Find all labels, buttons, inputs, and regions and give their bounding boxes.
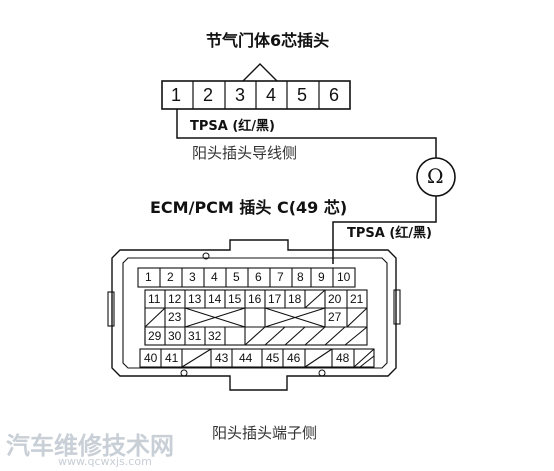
watermark-url: www.qcwxjs.com [58, 455, 152, 468]
ecm-pin: 45 [266, 351, 280, 365]
ecm-pin: 44 [239, 351, 253, 365]
ohm-symbol: Ω [427, 164, 444, 188]
ecm-wire-label: TPSA (红/黑) [347, 226, 432, 241]
upper-connector [161, 63, 351, 110]
ecm-pin: 16 [248, 292, 262, 306]
ecm-pin: 41 [165, 351, 179, 365]
ecm-pin: 17 [268, 292, 282, 306]
ecm-pin: 31 [188, 329, 202, 343]
ecm-pin: 2 [167, 270, 174, 284]
ecm-pin: 48 [336, 351, 350, 365]
ecm-pin: 11 [148, 292, 161, 306]
ecm-pin-grid [137, 267, 375, 368]
ecm-pin: 32 [208, 329, 222, 343]
ohmmeter-icon [416, 157, 456, 197]
ecm-pin: 12 [168, 292, 182, 306]
ecm-pin: 15 [228, 292, 242, 306]
upper-pin-5: 5 [297, 85, 308, 105]
ecm-pin: 9 [318, 270, 325, 284]
upper-pin-2: 2 [203, 85, 214, 105]
ecm-pin: 43 [215, 351, 229, 365]
upper-wire-label: TPSA (红/黑) [190, 119, 275, 134]
upper-pin-1: 1 [171, 85, 182, 105]
ecm-pin: 8 [297, 270, 304, 284]
watermark-text: 汽车维修技术网 [6, 432, 174, 460]
ecm-pin: 20 [328, 292, 342, 306]
ecm-pin: 13 [188, 292, 202, 306]
ecm-pin: 7 [277, 270, 284, 284]
ecm-connector-title: ECM/PCM 插头 C(49 芯) [150, 198, 348, 217]
ecm-pin: 18 [288, 292, 302, 306]
ecm-pin: 3 [189, 270, 196, 284]
locking-tab [242, 63, 278, 82]
ecm-pin: 5 [233, 270, 240, 284]
ecm-pin: 4 [211, 270, 218, 284]
ecm-pin: 23 [168, 310, 182, 324]
ecm-pin: 6 [255, 270, 262, 284]
upper-pin-4: 4 [266, 85, 277, 105]
ecm-pin: 27 [328, 310, 342, 324]
ecm-pin: 46 [287, 351, 301, 365]
upper-pin-3: 3 [235, 85, 246, 105]
upper-pin-6: 6 [329, 85, 340, 105]
ecm-view-caption: 阳头插头端子侧 [212, 424, 318, 442]
ecm-pin: 14 [208, 292, 222, 306]
ecm-pin: 10 [337, 270, 351, 284]
ecm-connector-housing [107, 239, 401, 391]
test-wire [176, 109, 437, 264]
ecm-pin: 29 [148, 329, 162, 343]
upper-view-caption: 阳头插头导线侧 [192, 144, 298, 162]
ecm-pin: 40 [144, 351, 158, 365]
upper-connector-title: 节气门体6芯插头 [206, 31, 330, 50]
ecm-pin: 30 [168, 329, 182, 343]
ecm-pin: 1 [145, 270, 152, 284]
ecm-pin: 21 [350, 292, 364, 306]
